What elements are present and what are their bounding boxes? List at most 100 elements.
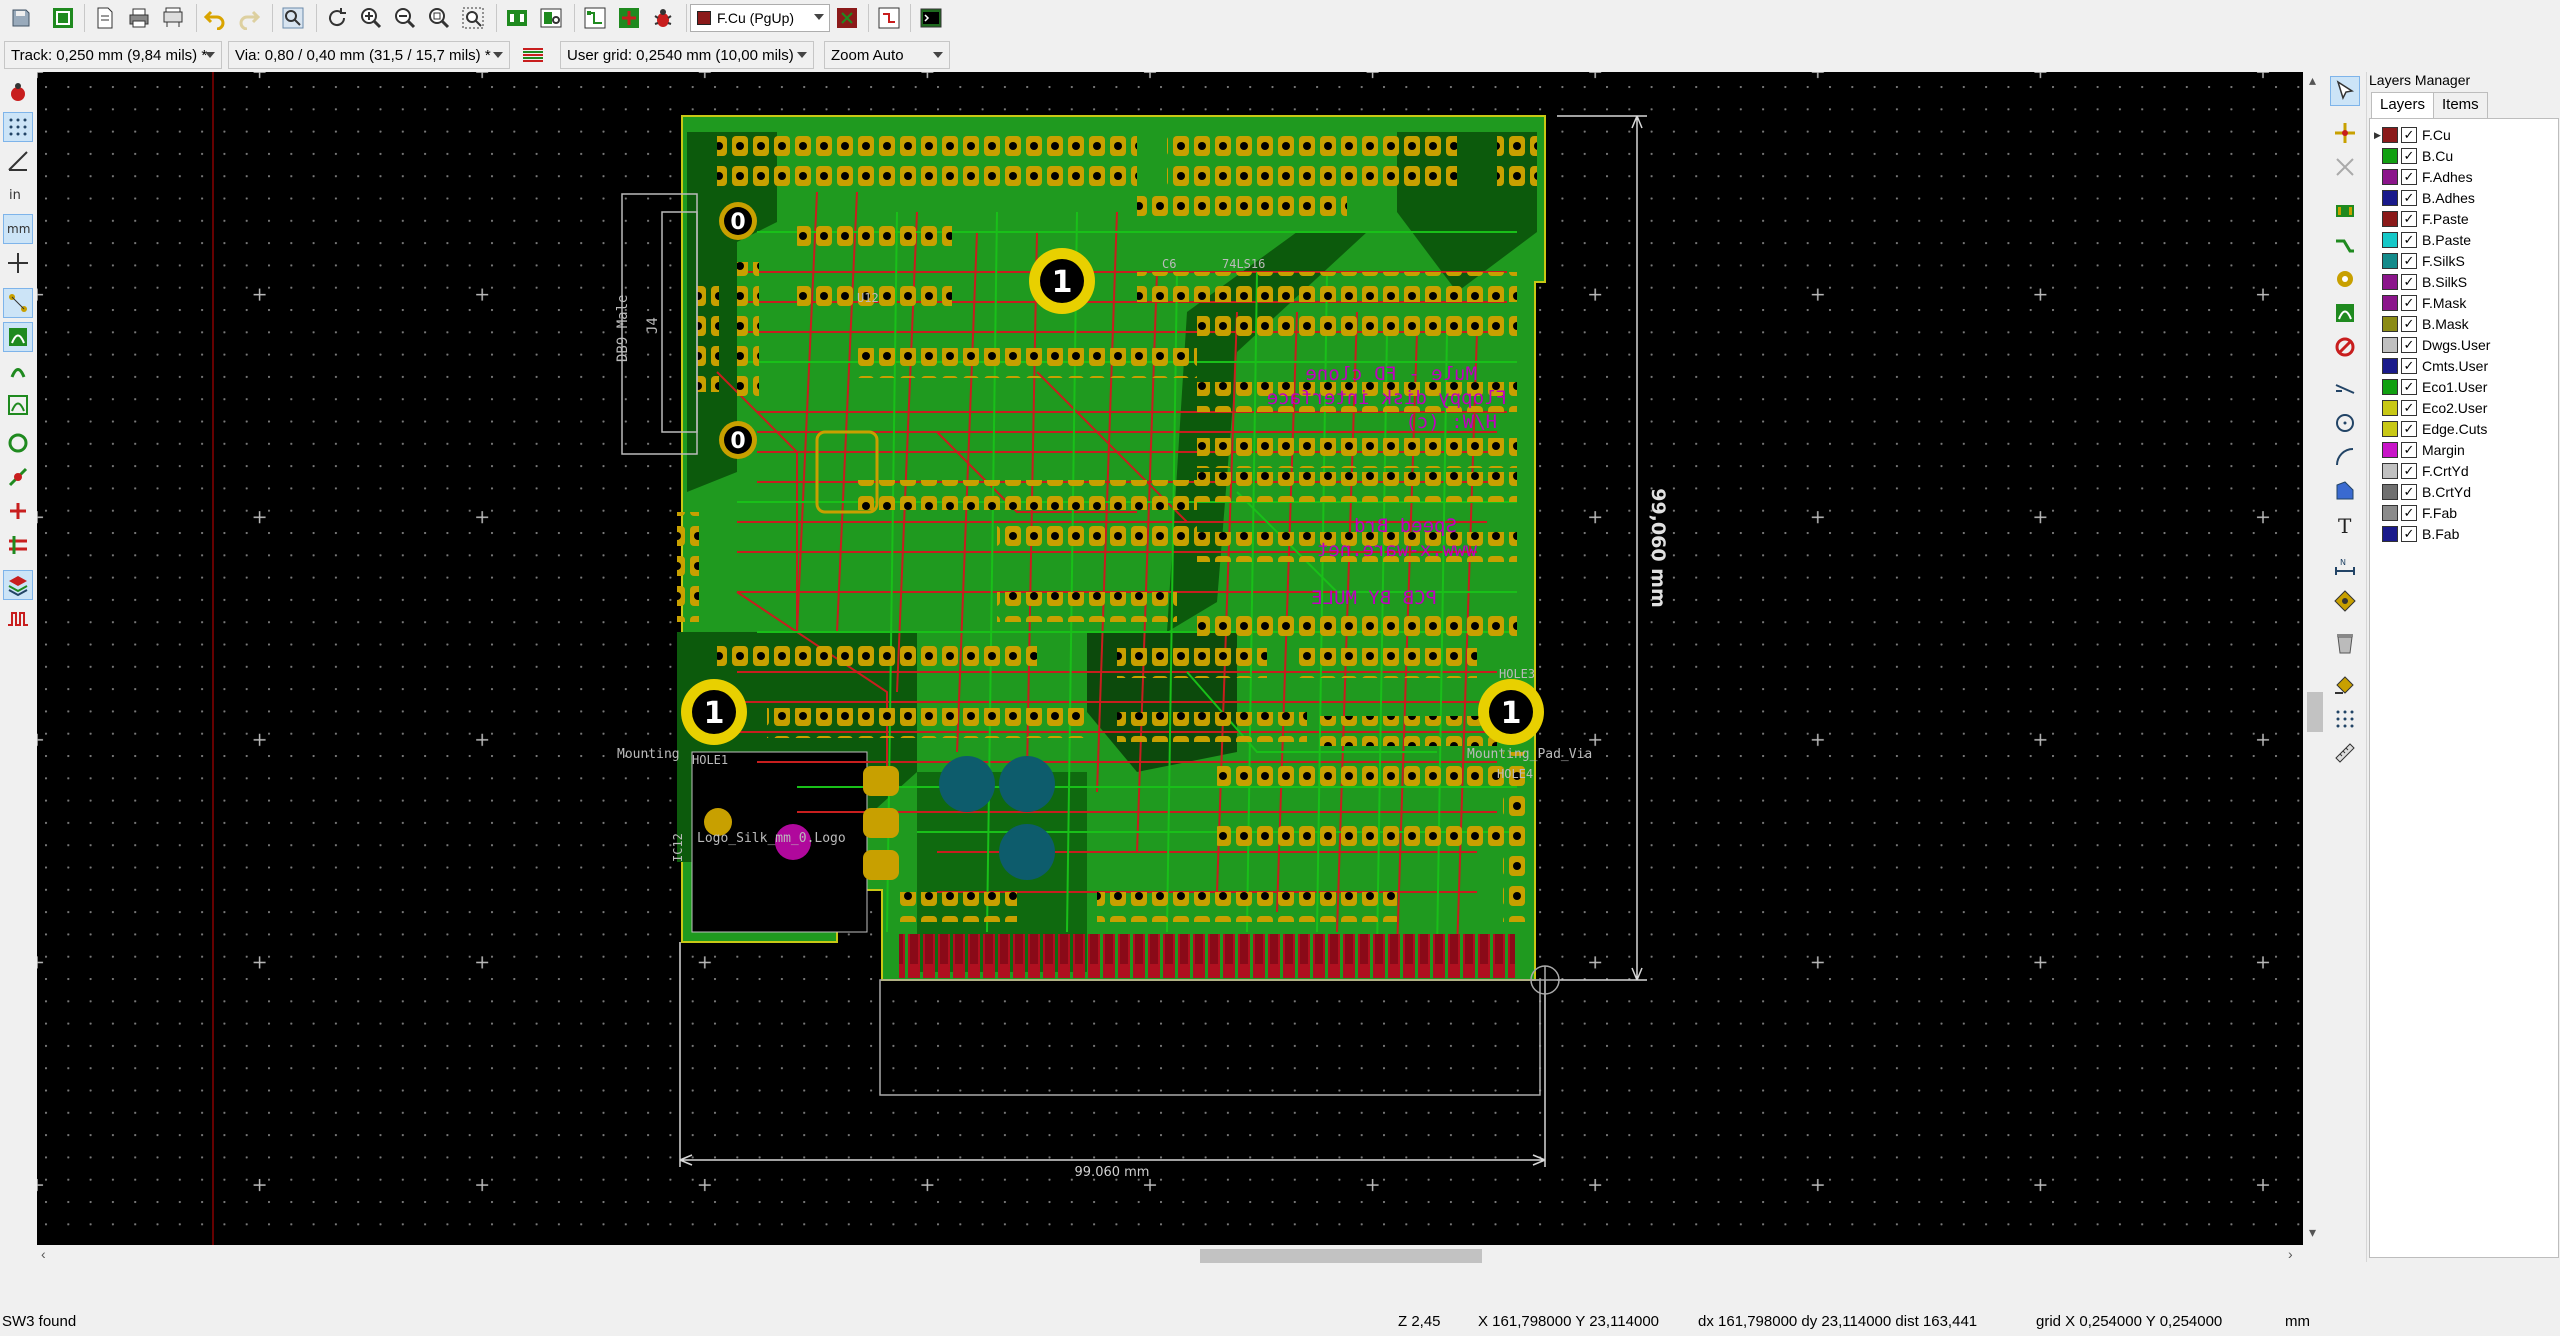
layer-row[interactable]: ✓F.Adhes xyxy=(2374,167,2473,187)
layer-row[interactable]: ✓B.Paste xyxy=(2374,230,2471,250)
find-icon[interactable] xyxy=(278,3,308,33)
units-inch-icon[interactable]: in xyxy=(3,180,33,210)
add-target-icon[interactable] xyxy=(2330,586,2360,616)
zoom-out-icon[interactable] xyxy=(390,3,420,33)
add-dimension-icon[interactable]: N xyxy=(2330,552,2360,582)
route-track-icon[interactable] xyxy=(2330,230,2360,260)
layer-visibility-checkbox[interactable]: ✓ xyxy=(2401,232,2417,248)
zone-fill-icon[interactable] xyxy=(3,322,33,352)
via-size-select[interactable]: Via: 0,80 / 0,40 mm (31,5 / 15,7 mils) * xyxy=(228,41,510,69)
track-sketch-icon[interactable] xyxy=(3,496,33,526)
auto-track-width-icon[interactable] xyxy=(518,40,548,70)
add-line-icon[interactable] xyxy=(2330,374,2360,404)
measure-icon[interactable] xyxy=(2330,738,2360,768)
plot-icon[interactable] xyxy=(158,3,188,33)
drc-off-icon[interactable] xyxy=(3,78,33,108)
scroll-right-icon[interactable]: › xyxy=(2288,1246,2293,1262)
select-arrow-icon[interactable] xyxy=(2330,76,2360,106)
tab-layers[interactable]: Layers xyxy=(2371,92,2435,118)
polar-coords-icon[interactable] xyxy=(3,146,33,176)
layer-row[interactable]: ✓Eco2.User xyxy=(2374,398,2487,418)
local-ratsnest-icon[interactable] xyxy=(2330,118,2360,148)
layer-row[interactable]: ✓B.Mask xyxy=(2374,314,2469,334)
layer-select[interactable]: F.Cu (PgUp) xyxy=(690,4,830,32)
layer-row[interactable]: ✓Eco1.User xyxy=(2374,377,2487,397)
pad-sketch-icon[interactable] xyxy=(3,428,33,458)
scroll-down-icon[interactable]: ▾ xyxy=(2309,1224,2317,1240)
layer-row[interactable]: ✓B.Fab xyxy=(2374,524,2459,544)
layer-color-swatch[interactable] xyxy=(2382,358,2398,374)
ratsnest-icon[interactable] xyxy=(3,288,33,318)
layers-manager-toggle-icon[interactable] xyxy=(3,570,33,600)
layer-visibility-checkbox[interactable]: ✓ xyxy=(2401,484,2417,500)
layer-color-swatch[interactable] xyxy=(2382,484,2398,500)
layer-color-swatch[interactable] xyxy=(2382,526,2398,542)
layer-visibility-checkbox[interactable]: ✓ xyxy=(2401,442,2417,458)
layer-row[interactable]: ✓B.Cu xyxy=(2374,146,2453,166)
layer-row[interactable]: ✓F.Paste xyxy=(2374,209,2469,229)
layer-row[interactable]: ✓F.SilkS xyxy=(2374,251,2465,271)
update-pcb-icon[interactable] xyxy=(614,3,644,33)
redo-icon[interactable] xyxy=(234,3,264,33)
layer-color-swatch[interactable] xyxy=(2382,190,2398,206)
layer-row[interactable]: ✓B.SilkS xyxy=(2374,272,2467,292)
layer-color-swatch[interactable] xyxy=(2382,316,2398,332)
zoom-selection-icon[interactable] xyxy=(458,3,488,33)
layer-visibility-checkbox[interactable]: ✓ xyxy=(2401,526,2417,542)
netlist-icon[interactable] xyxy=(580,3,610,33)
print-icon[interactable] xyxy=(124,3,154,33)
layer-visibility-checkbox[interactable]: ✓ xyxy=(2401,253,2417,269)
layer-color-swatch[interactable] xyxy=(2382,211,2398,227)
pcb-canvas[interactable]: 0 0 1 1 1 DB9 Male J4 Mounting Mounting_… xyxy=(37,72,2303,1245)
layer-row[interactable]: ✓Cmts.User xyxy=(2374,356,2488,376)
layer-visibility-checkbox[interactable]: ✓ xyxy=(2401,421,2417,437)
layer-row[interactable]: ✓Dwgs.User xyxy=(2374,335,2490,355)
high-contrast-icon[interactable] xyxy=(3,530,33,560)
grid-origin-icon[interactable] xyxy=(2330,704,2360,734)
layer-color-swatch[interactable] xyxy=(2382,337,2398,353)
add-circle-icon[interactable] xyxy=(2330,408,2360,438)
scroll-up-icon[interactable]: ▴ xyxy=(2309,72,2317,88)
units-mm-icon[interactable]: mm xyxy=(3,214,33,244)
layer-color-swatch[interactable] xyxy=(2382,442,2398,458)
layer-row[interactable]: ✓F.CrtYd xyxy=(2374,461,2469,481)
layer-visibility-checkbox[interactable]: ✓ xyxy=(2401,169,2417,185)
board-setup-icon[interactable] xyxy=(48,3,78,33)
zone-hide-icon[interactable] xyxy=(3,390,33,420)
scroll-left-icon[interactable]: ‹ xyxy=(41,1246,46,1262)
vertical-scrollbar[interactable]: ▴ ▾ xyxy=(2304,72,2326,1245)
horizontal-scrollbar[interactable]: ‹ › xyxy=(37,1245,2304,1267)
zoom-select[interactable]: Zoom Auto xyxy=(824,41,950,69)
layer-row[interactable]: ✓B.CrtYd xyxy=(2374,482,2471,502)
drc-icon[interactable] xyxy=(648,3,678,33)
add-polygon-icon[interactable] xyxy=(2330,476,2360,506)
layer-visibility-checkbox[interactable]: ✓ xyxy=(2401,295,2417,311)
layer-visibility-checkbox[interactable]: ✓ xyxy=(2401,316,2417,332)
footprint-editor-icon[interactable] xyxy=(502,3,532,33)
layer-row[interactable]: ✓Edge.Cuts xyxy=(2374,419,2487,439)
scripting-icon[interactable] xyxy=(874,3,904,33)
layer-visibility-checkbox[interactable]: ✓ xyxy=(2401,358,2417,374)
layer-visibility-checkbox[interactable]: ✓ xyxy=(2401,400,2417,416)
layer-visibility-checkbox[interactable]: ✓ xyxy=(2401,274,2417,290)
layer-visibility-checkbox[interactable]: ✓ xyxy=(2401,190,2417,206)
layer-color-swatch[interactable] xyxy=(2382,274,2398,290)
layer-visibility-checkbox[interactable]: ✓ xyxy=(2401,148,2417,164)
footprint-browser-icon[interactable] xyxy=(536,3,566,33)
grid-select[interactable]: User grid: 0,2540 mm (10,00 mils) xyxy=(560,41,814,69)
layer-color-swatch[interactable] xyxy=(2382,400,2398,416)
page-settings-icon[interactable] xyxy=(90,3,120,33)
layer-row[interactable]: ✓F.Fab xyxy=(2374,503,2457,523)
layer-color-swatch[interactable] xyxy=(2382,127,2398,143)
layer-visibility-checkbox[interactable]: ✓ xyxy=(2401,211,2417,227)
layer-visibility-checkbox[interactable]: ✓ xyxy=(2401,379,2417,395)
save-board-icon[interactable] xyxy=(6,3,36,33)
python-console-icon[interactable] xyxy=(916,3,946,33)
layer-row[interactable]: ✓B.Adhes xyxy=(2374,188,2475,208)
layer-color-swatch[interactable] xyxy=(2382,505,2398,521)
layer-color-swatch[interactable] xyxy=(2382,463,2398,479)
add-keepout-icon[interactable] xyxy=(2330,332,2360,362)
microwave-toolbar-icon[interactable] xyxy=(3,604,33,634)
layer-color-swatch[interactable] xyxy=(2382,379,2398,395)
set-origin-icon[interactable] xyxy=(2330,670,2360,700)
